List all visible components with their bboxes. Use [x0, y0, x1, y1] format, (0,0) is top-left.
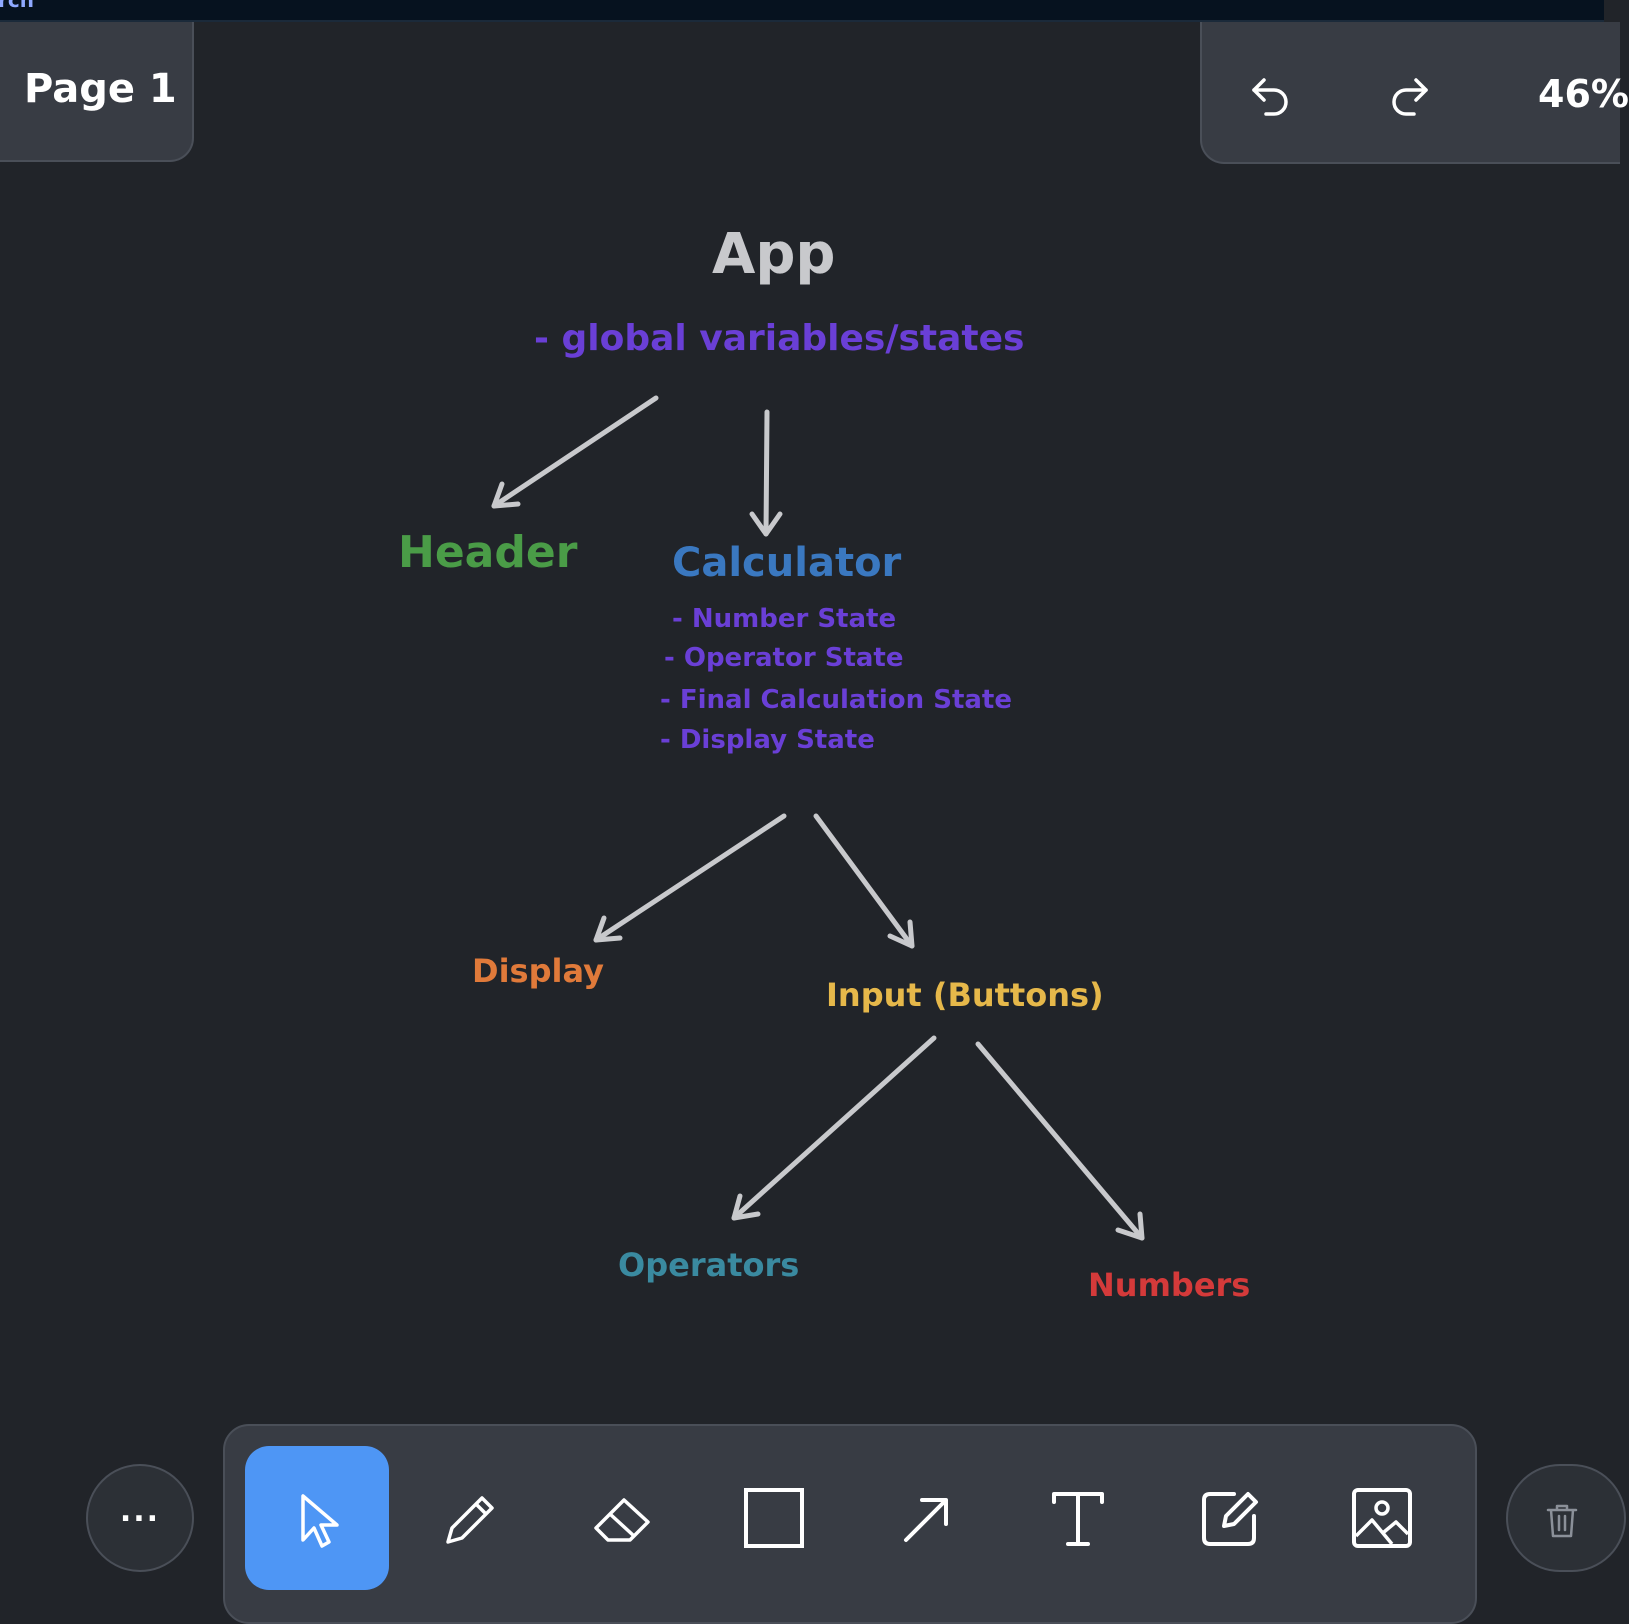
text-tool-button[interactable] — [1006, 1446, 1150, 1590]
zoom-level[interactable]: 46% — [1538, 72, 1629, 116]
text-icon — [1052, 1492, 1104, 1546]
redo-button[interactable] — [1384, 66, 1434, 116]
more-label: ... — [119, 1494, 161, 1529]
calculator-state-item[interactable]: - Operator State — [664, 643, 904, 673]
note-icon — [1202, 1492, 1258, 1546]
page-panel[interactable] — [0, 22, 194, 162]
pencil-icon — [446, 1496, 494, 1544]
node-numbers[interactable]: Numbers — [1088, 1266, 1251, 1304]
top-app-bar: rch — [0, 0, 1604, 22]
arrow-app-to-header[interactable] — [491, 395, 659, 509]
image-icon — [1352, 1488, 1412, 1548]
image-tool-button[interactable] — [1310, 1446, 1454, 1590]
rectangle-tool-button[interactable] — [702, 1446, 846, 1590]
page-label[interactable]: Page 1 — [24, 66, 177, 112]
top-bar-title-fragment: rch — [0, 0, 34, 12]
select-icon — [301, 1494, 339, 1548]
node-app[interactable]: App — [712, 222, 836, 287]
redo-icon — [1392, 78, 1428, 116]
calculator-state-item[interactable]: - Display State — [660, 725, 875, 755]
diagram-arrows — [491, 395, 1145, 1241]
node-header[interactable]: Header — [398, 527, 578, 578]
note-tool-button[interactable] — [1158, 1446, 1302, 1590]
node-display[interactable]: Display — [472, 952, 604, 990]
calculator-state-item[interactable]: - Final Calculation State — [660, 685, 1012, 715]
trash-icon — [1546, 1504, 1578, 1538]
arrow-calculator-to-display[interactable] — [593, 813, 787, 943]
arrow-icon — [904, 1498, 948, 1542]
select-tool-button[interactable] — [245, 1446, 389, 1590]
undo-button[interactable] — [1246, 66, 1296, 116]
arrow-calculator-to-input[interactable] — [813, 813, 915, 949]
more-options-button[interactable]: ... — [86, 1464, 194, 1572]
node-input[interactable]: Input (Buttons) — [826, 976, 1104, 1014]
arrow-app-to-calculator[interactable] — [749, 409, 783, 537]
arrow-input-to-operators[interactable] — [731, 1035, 937, 1221]
pencil-tool-button[interactable] — [398, 1446, 542, 1590]
rectangle-icon — [744, 1488, 804, 1548]
tool-palette — [223, 1424, 1477, 1624]
arrow-tool-button[interactable] — [854, 1446, 998, 1590]
node-calculator[interactable]: Calculator — [672, 540, 902, 586]
eraser-icon — [594, 1498, 650, 1542]
node-operators[interactable]: Operators — [618, 1246, 800, 1284]
undo-icon — [1252, 78, 1288, 116]
delete-button[interactable] — [1506, 1464, 1626, 1572]
history-panel — [1200, 22, 1620, 164]
eraser-tool-button[interactable] — [550, 1446, 694, 1590]
node-app-note[interactable]: - global variables/states — [534, 318, 1025, 359]
arrow-input-to-numbers[interactable] — [975, 1041, 1145, 1241]
calculator-state-item[interactable]: - Number State — [672, 604, 897, 634]
